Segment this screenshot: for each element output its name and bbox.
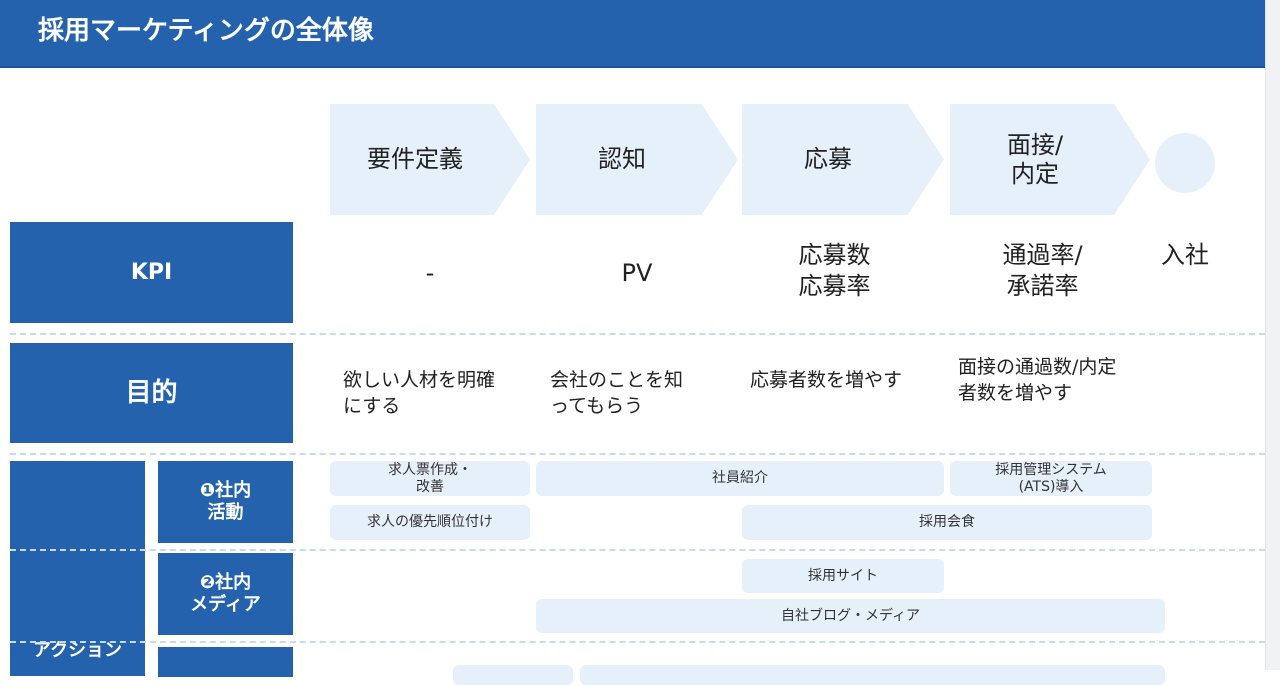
action-label: アクション bbox=[10, 461, 145, 676]
kpi-application: 応募数 応募率 bbox=[798, 241, 871, 301]
action-job-posting: 求人票作成・ 改善 bbox=[330, 461, 530, 496]
page-title: 採用マーケティングの全体像 bbox=[38, 16, 374, 46]
stage-application: 応募 bbox=[742, 104, 944, 215]
stage-hire-circle bbox=[1155, 133, 1215, 193]
goal-awareness: 会社のことを知ってもらう bbox=[550, 369, 684, 417]
kpi-label: KPI bbox=[10, 222, 293, 323]
goal-label: 目的 bbox=[10, 343, 293, 443]
action-dinner: 採用会食 bbox=[742, 505, 1152, 540]
stage-requirements: 要件定義 bbox=[330, 104, 530, 215]
scrollbar[interactable] bbox=[1265, 0, 1280, 670]
action-prioritize: 求人の優先順位付け bbox=[330, 505, 530, 540]
action-partial bbox=[453, 665, 573, 685]
divider bbox=[10, 641, 1265, 643]
header-bar bbox=[0, 0, 1265, 68]
kpi-interview: 通過率/ 承諾率 bbox=[1002, 241, 1083, 301]
stage-awareness: 認知 bbox=[536, 104, 738, 215]
group-internal-activity: ❶社内 活動 bbox=[158, 461, 293, 543]
stage-interview: 面接/ 内定 bbox=[950, 104, 1150, 215]
kpi-awareness: PV bbox=[621, 259, 653, 287]
divider bbox=[10, 453, 1265, 455]
goal-application: 応募者数を増やす bbox=[750, 369, 903, 391]
goal-requirements: 欲しい人材を明確にする bbox=[343, 369, 496, 417]
group-3 bbox=[158, 647, 293, 677]
goal-interview: 面接の通過数/内定者数を増やす bbox=[958, 356, 1117, 404]
action-recruit-site: 採用サイト bbox=[742, 559, 944, 593]
action-referral: 社員紹介 bbox=[536, 461, 944, 496]
divider bbox=[10, 549, 1265, 551]
kpi-requirements: - bbox=[425, 259, 435, 287]
action-blog-media: 自社ブログ・メディア bbox=[536, 599, 1165, 633]
action-ats: 採用管理システム (ATS)導入 bbox=[950, 461, 1152, 496]
kpi-hire: 入社 bbox=[1161, 241, 1209, 269]
group-internal-media: ❷社内 メディア bbox=[158, 553, 293, 635]
action-partial bbox=[580, 665, 1165, 685]
divider bbox=[10, 333, 1265, 335]
